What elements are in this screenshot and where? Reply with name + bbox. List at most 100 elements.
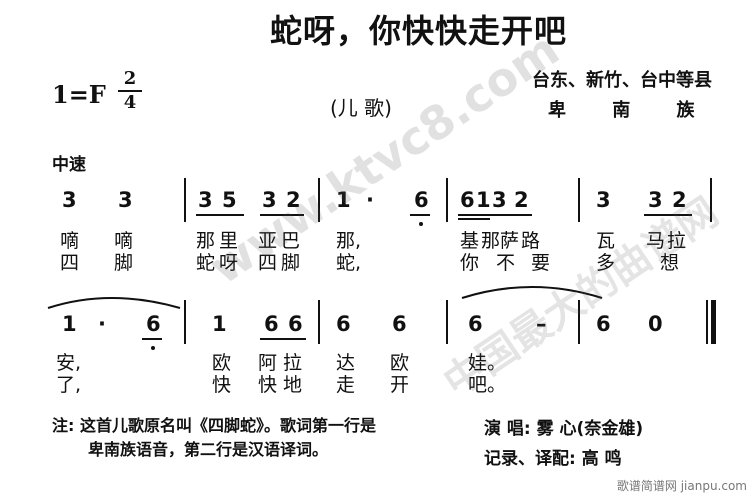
note: 6 [146,312,161,336]
lyric: 了, [56,374,82,396]
lyric: 萨路 [500,230,543,252]
lyric: 那, [336,230,362,252]
beam [260,214,304,216]
time-sig-top: 2 [123,68,137,89]
note: 3 [596,188,611,212]
lyric: 开 [390,374,410,396]
lyric: 四脚 [258,252,305,274]
lyric: 安, [56,352,82,374]
bar-line [318,178,320,222]
footnote-line-2: 卑南族语音，第二行是汉语译词。 [88,440,329,459]
octave-dot [419,222,423,226]
lyric: 那里 [196,230,243,252]
note: 6 [468,312,483,336]
note: 3 [648,188,663,212]
lyric: 四 [60,252,80,274]
beam [410,214,430,216]
recorder-credit: 记录、译配: 高 鸣 [484,444,622,469]
bar-line [446,300,448,344]
note: 1 [212,312,227,336]
song-title: 蛇呀，你快快走开吧 [270,12,568,50]
beam [458,218,490,220]
note: 3 [62,188,77,212]
note: 6 [460,188,475,212]
lyric: 脚 [114,252,134,274]
slur [461,286,603,299]
bar-line [446,178,448,222]
footnote: 注: 这首儿歌原名叫《四脚蛇》。歌词第一行是 卑南族语音，第二行是汉语译词。 [52,414,376,462]
origin-ethnic-group: 卑 南 族 [548,100,695,121]
singer-label: 演 唱: [484,419,531,439]
lyric: 快地 [258,374,309,396]
note: · [366,188,374,212]
singer-name: 雾 心(奈金雄) [536,419,644,439]
lyric: 蛇呀 [196,252,243,274]
footnote-label: 注: [52,416,75,435]
note: 2 [672,188,687,212]
footnote-line-1: 这首儿歌原名叫《四脚蛇》。歌词第一行是 [79,416,376,435]
lyric: 基那 [460,230,503,252]
bar-line [710,178,712,222]
lyric: 蛇, [336,252,362,274]
note: 2 [286,188,301,212]
note: 3 [262,188,277,212]
lyric: 吧。 [468,374,507,396]
note: 1 [476,188,491,212]
note: – [536,312,547,336]
note: 1 [336,188,351,212]
note: 6 [264,312,279,336]
note: 3 [492,188,507,212]
lyric: 欧 [390,352,410,374]
time-signature: 2 4 [118,70,142,112]
note: 1 [62,312,77,336]
beam [196,214,244,216]
recorder-name: 高 鸣 [581,449,622,469]
note: 6 [336,312,351,336]
lyric: 想 [660,252,680,274]
lyric: 你 [460,252,480,274]
lyric: 多 [596,252,616,274]
octave-dot [151,346,155,350]
note: 6 [288,312,303,336]
note: 3 [118,188,133,212]
note: 5 [222,188,237,212]
recorder-label: 记录、译配: [484,449,576,469]
bar-line [578,300,580,344]
key-signature: 1=F [52,80,106,109]
note: 0 [648,312,663,336]
time-sig-line [118,90,142,92]
origin-region: 台东、新竹、台中等县 [532,70,712,91]
lyric: 走 [336,374,356,396]
final-bar-line-thin [706,300,708,344]
bar-line [184,178,186,222]
lyric: 嘀 [114,230,134,252]
final-bar-line-thick [711,300,716,344]
lyric: 娃。 [468,352,507,374]
lyric: 亚巴 [258,230,305,252]
note: 6 [414,188,429,212]
lyric: 不要 [496,252,567,274]
lyric: 马拉 [646,230,689,252]
note: · [98,312,106,336]
slur [47,297,181,309]
site-mark: 歌谱简谱网 jianpu.com [616,479,747,493]
lyric: 快 [212,374,232,396]
genre-label: (儿 歌) [330,96,392,120]
lyric: 欧 [212,352,232,374]
tempo-marking: 中速 [52,155,86,175]
beam [458,214,532,216]
beam [260,338,306,340]
time-sig-bottom: 4 [123,92,137,113]
singer-credit: 演 唱: 雾 心(奈金雄) [484,414,643,439]
note: 6 [392,312,407,336]
note: 2 [514,188,529,212]
lyric: 瓦 [596,230,616,252]
lyric: 阿拉 [258,352,309,374]
bar-line [578,178,580,222]
bar-line [184,300,186,344]
note: 6 [596,312,611,336]
beam [142,338,162,340]
beam [644,214,692,216]
lyric: 达 [336,352,356,374]
bar-line [318,300,320,344]
